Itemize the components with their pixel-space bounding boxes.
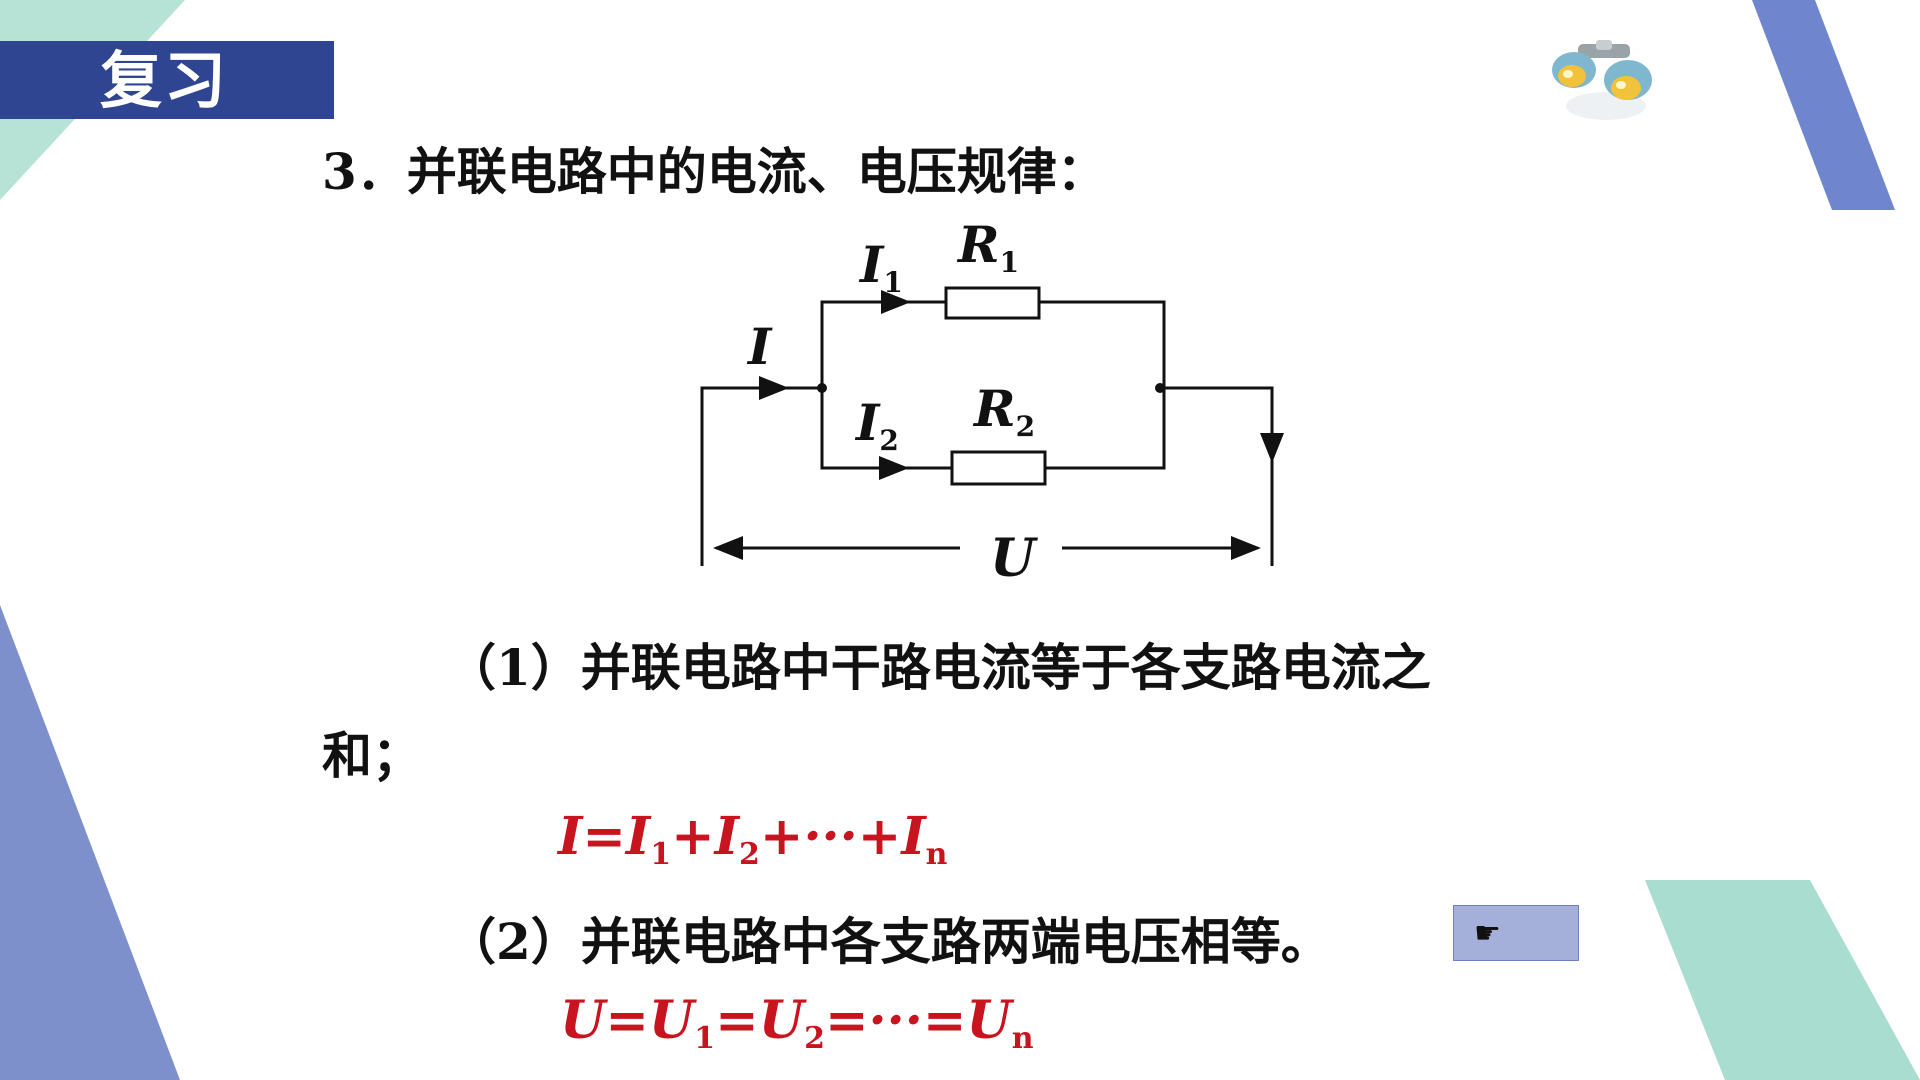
label-r1: R1 <box>956 215 1019 279</box>
label-i2: I2 <box>854 393 899 457</box>
pointing-hand-icon: ☛ <box>1474 915 1501 951</box>
rule-1-line1: （1）并联电路中干路电流等于各支路电流之 <box>446 638 1431 697</box>
decor-top-right-blue <box>1752 0 1895 210</box>
heading-text: ．并联电路中的电流、电压规律： <box>356 143 1107 201</box>
label-u: U <box>990 528 1038 589</box>
rule-1-line2: 和； <box>322 727 422 785</box>
section-heading: 3．并联电路中的电流、电压规律： <box>322 132 1107 204</box>
wire-top-left <box>820 300 946 388</box>
rule-2: （2）并联电路中各支路两端电压相等。 <box>446 912 1331 971</box>
voltage-formula: U=U1=U2=···=Un <box>560 990 1034 1056</box>
wire-main-right <box>1164 386 1274 566</box>
junction-left <box>817 383 827 393</box>
binoculars-icon[interactable] <box>1548 36 1658 126</box>
hint-button[interactable]: ☛ <box>1453 905 1579 961</box>
label-i: I <box>746 317 773 376</box>
current-formula: I=I1+I2+···+In <box>558 806 948 872</box>
label-r2: R2 <box>972 379 1035 443</box>
junction-right <box>1155 383 1165 393</box>
resistor-r1 <box>944 286 1041 320</box>
slide-title: 复习 <box>100 44 229 117</box>
wire-main-left <box>700 386 822 566</box>
decor-bottom-left-blue <box>0 605 180 1080</box>
label-i1: I1 <box>858 235 903 299</box>
wire-top-right <box>1039 300 1166 388</box>
heading-number: 3 <box>322 142 357 201</box>
title-banner <box>0 41 334 119</box>
decor-bottom-right-teal <box>1645 880 1920 1080</box>
resistor-r2 <box>950 450 1047 486</box>
wire-bottom-right <box>1045 388 1166 470</box>
